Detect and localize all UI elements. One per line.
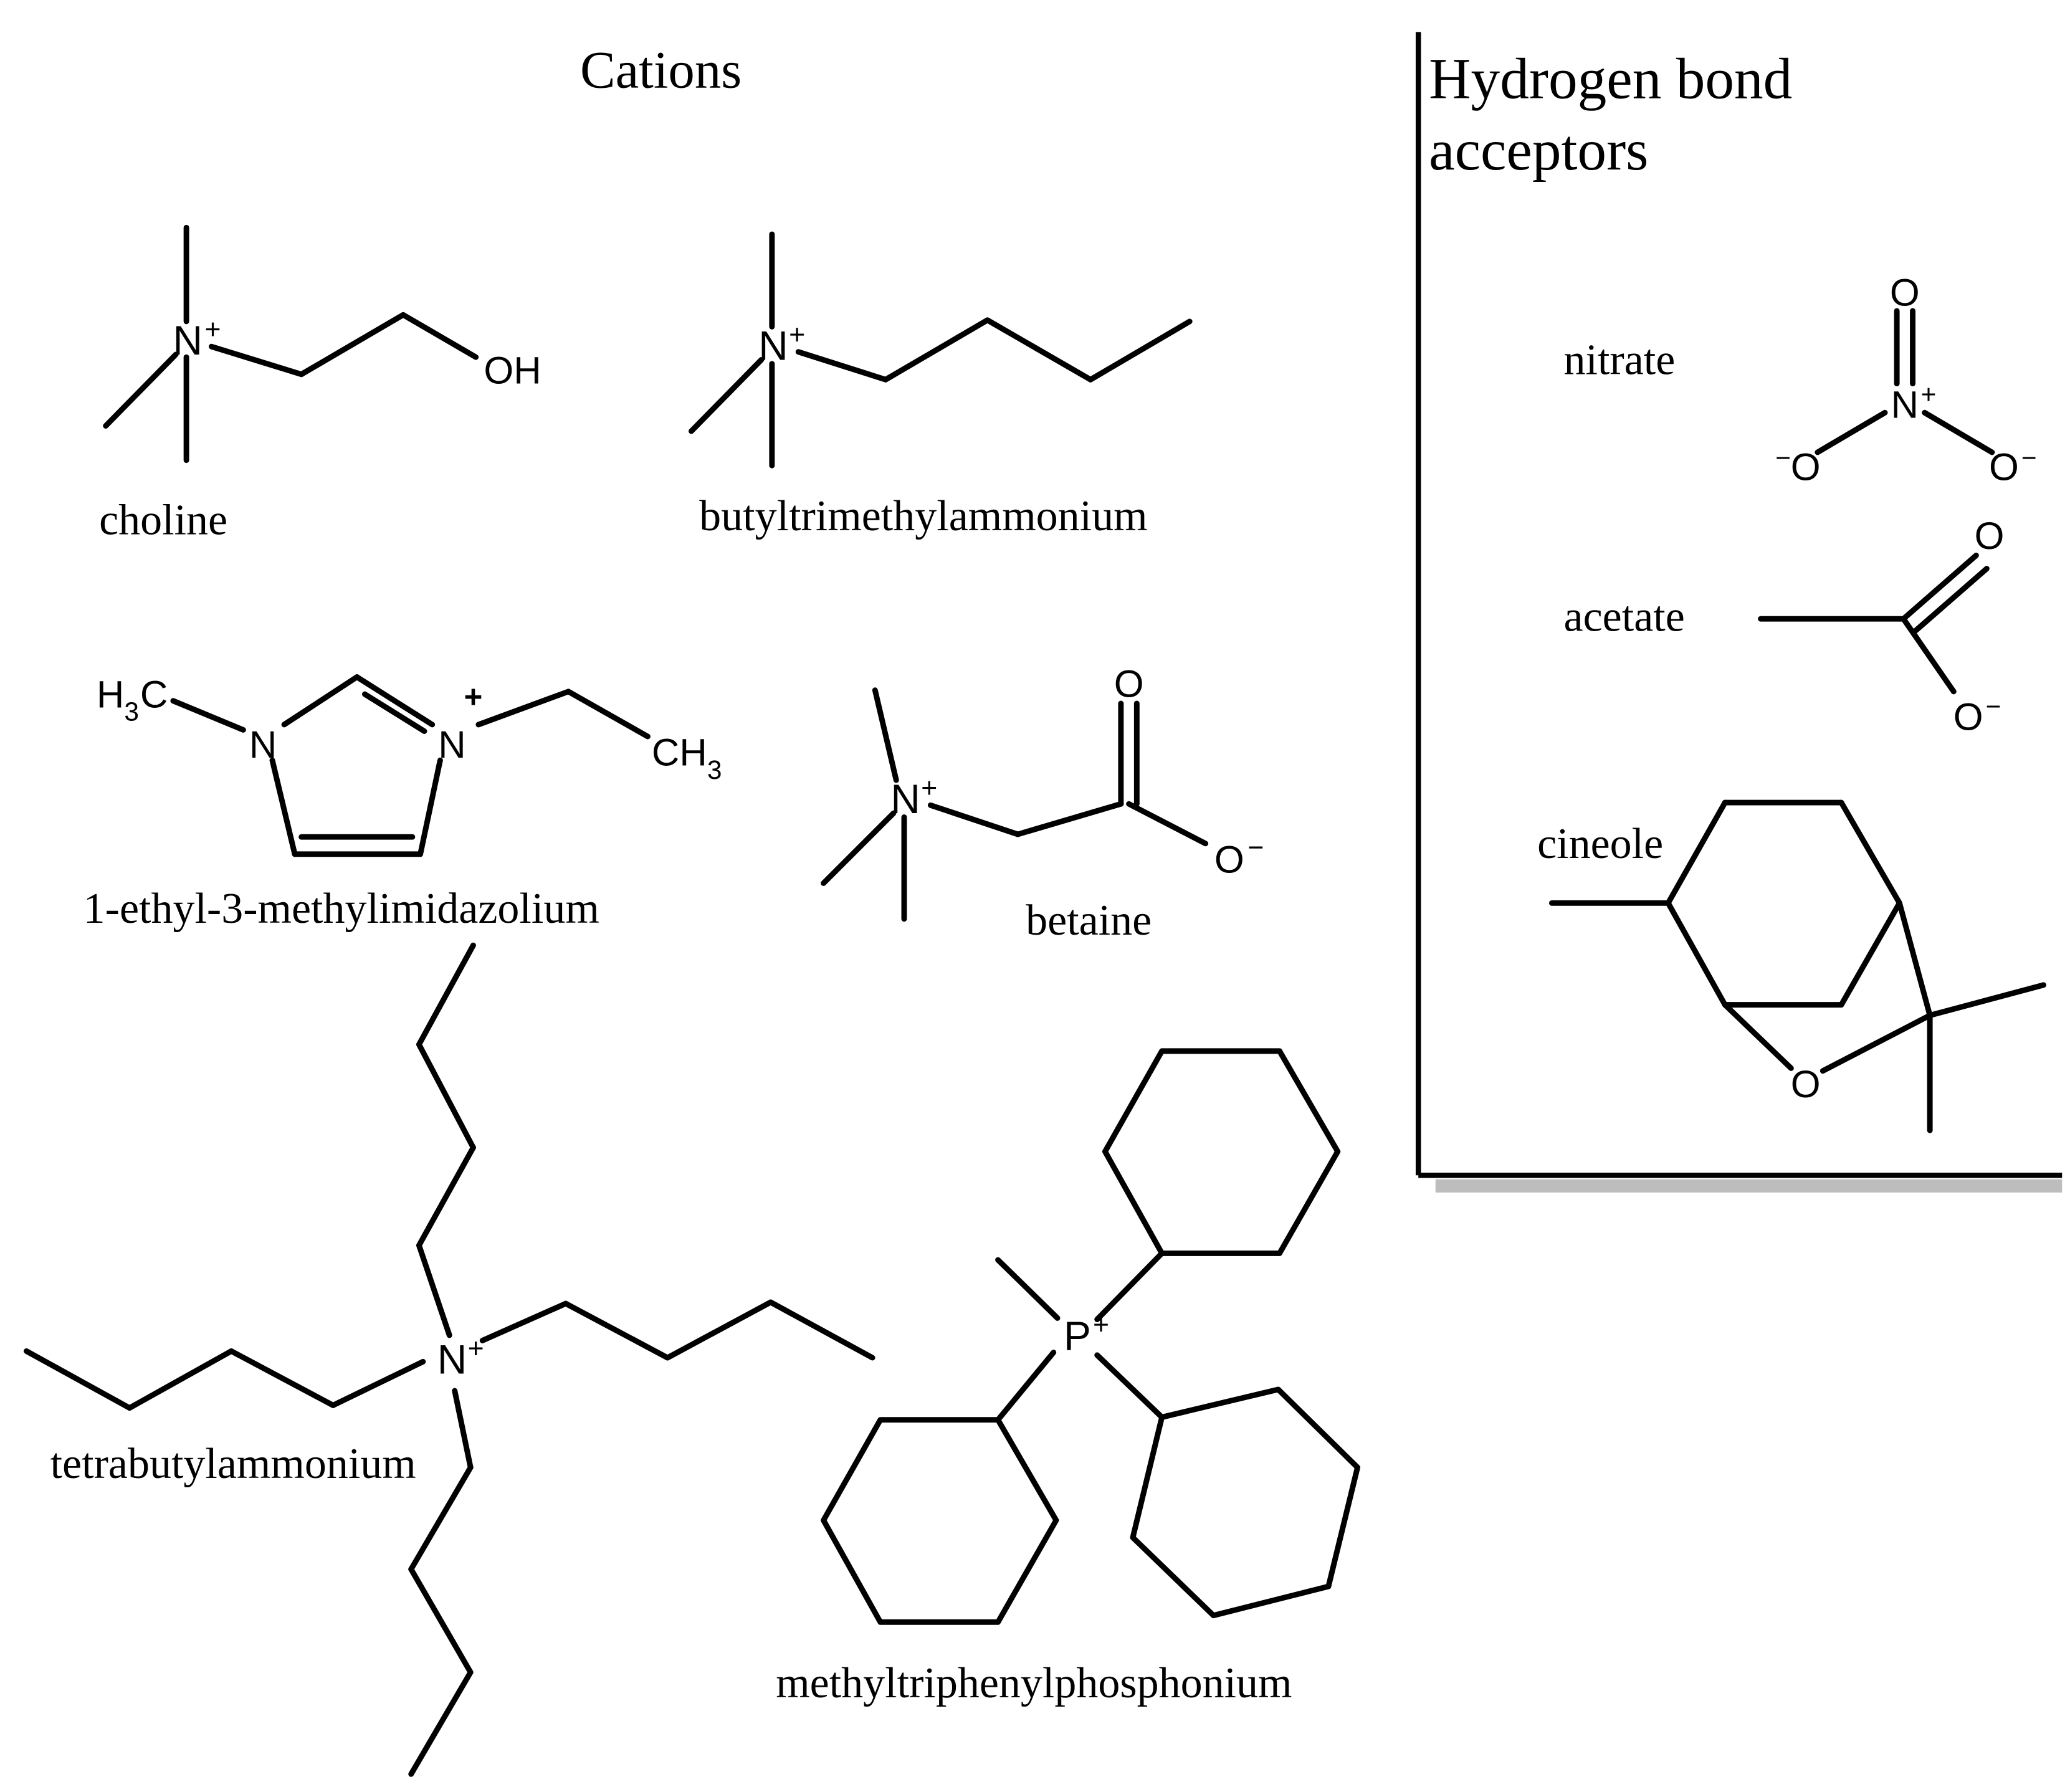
emim-charge: + — [464, 679, 483, 714]
butyltrimethylammonium-structure: N + butyltrimethylammonium — [688, 231, 1193, 540]
betaine-carboxylate-oxygen: O — [1214, 838, 1244, 881]
hba-heading-line1: Hydrogen bond — [1429, 47, 1792, 111]
nitrate-bonds — [1815, 308, 1995, 455]
betaine-bonds — [821, 687, 1209, 922]
acetate-carbonyl-oxygen: O — [1975, 515, 2005, 558]
butyltrimethylammonium-label: butyltrimethylammonium — [699, 492, 1147, 540]
tetrabutylammonium-nitrogen: N — [437, 1336, 467, 1382]
betaine-structure: N + O O − betaine — [821, 662, 1264, 945]
nitrate-top-oxygen: O — [1890, 271, 1920, 314]
methyltriphenylphosphonium-label: methyltriphenylphosphonium — [776, 1659, 1292, 1707]
nitrate-nitrogen: N — [1891, 384, 1919, 427]
choline-hydroxyl: OH — [484, 350, 541, 393]
emim-structure: H 3 C N N + C H 3 1-ethyl-3-methylimidaz… — [83, 673, 722, 933]
cineole-structure: O cineole — [1537, 799, 2047, 1133]
betaine-nitrogen-charge: + — [921, 773, 937, 804]
nitrate-nitrogen-charge: + — [1921, 379, 1937, 409]
nitrate-left-oxygen: O — [1791, 446, 1821, 489]
phosphonium-charge: + — [1093, 1310, 1109, 1340]
phenyl-ring-right — [1130, 1386, 1361, 1619]
choline-label: choline — [99, 496, 227, 544]
cations-heading: Cations — [580, 41, 742, 99]
acetate-carboxylate-oxygen: O — [1953, 695, 1983, 738]
acetate-structure: O O − acetate — [1564, 515, 2005, 739]
emim-ethyl-c: C — [652, 732, 679, 774]
nitrate-right-oxygen: O — [1989, 446, 2019, 489]
butyltrimethylammonium-bonds — [688, 231, 1193, 469]
cineole-bonds — [1548, 799, 2047, 1133]
methyltriphenylphosphonium-bonds — [995, 1250, 1165, 1423]
emim-label: 1-ethyl-3-methylimidazolium — [83, 885, 599, 933]
choline-nitrogen-charge: + — [205, 314, 221, 345]
butyltrimethylammonium-nitrogen: N — [758, 322, 788, 368]
betaine-label: betaine — [1026, 897, 1152, 945]
acetate-bonds — [1758, 552, 1990, 695]
tetrabutylammonium-structure: N + tetrabutylammonium — [23, 942, 875, 1777]
nitrate-structure: O N + − O O − nitrate — [1564, 271, 2037, 489]
phosphonium-phosphorus: P — [1064, 1312, 1091, 1358]
nitrate-left-oxygen-charge: − — [1775, 443, 1791, 472]
choline-nitrogen: N — [173, 317, 202, 363]
phenyl-ring-top — [1102, 1048, 1341, 1256]
emim-nitrogen-1: N — [249, 723, 277, 766]
methyltriphenylphosphonium-structure: P + methyltriphenylphosphonium — [776, 1048, 1361, 1707]
betaine-carboxylate-charge: − — [1247, 832, 1264, 863]
tetrabutylammonium-nitrogen-charge: + — [468, 1333, 484, 1364]
nitrate-label: nitrate — [1564, 336, 1676, 384]
emim-nitrogen-3: N — [438, 723, 465, 766]
betaine-carbonyl-oxygen: O — [1114, 662, 1144, 705]
tetrabutylammonium-bonds — [23, 942, 875, 1777]
betaine-nitrogen: N — [890, 776, 920, 822]
choline-structure: N + OH choline — [99, 224, 541, 544]
emim-ethyl-sub: 3 — [707, 755, 722, 784]
hba-heading-line2: acceptors — [1429, 118, 1648, 183]
emim-methyl-sub: 3 — [124, 697, 139, 727]
emim-ethyl-h: H — [679, 732, 707, 774]
acetate-label: acetate — [1564, 593, 1685, 641]
choline-bonds — [103, 224, 479, 464]
acetate-carboxylate-charge: − — [1986, 692, 2001, 721]
nitrate-right-oxygen-charge: − — [2021, 443, 2037, 472]
hba-panel: Hydrogen bond acceptors — [1415, 32, 2063, 1193]
cineole-label: cineole — [1537, 820, 1663, 868]
cineole-oxygen: O — [1791, 1063, 1821, 1106]
emim-bonds — [170, 674, 651, 857]
butyltrimethylammonium-nitrogen-charge: + — [789, 320, 805, 350]
emim-methyl-h: H — [97, 673, 124, 716]
phenyl-ring-left — [821, 1417, 1059, 1625]
tetrabutylammonium-label: tetrabutylammonium — [50, 1440, 416, 1488]
emim-methyl-c: C — [140, 673, 168, 716]
